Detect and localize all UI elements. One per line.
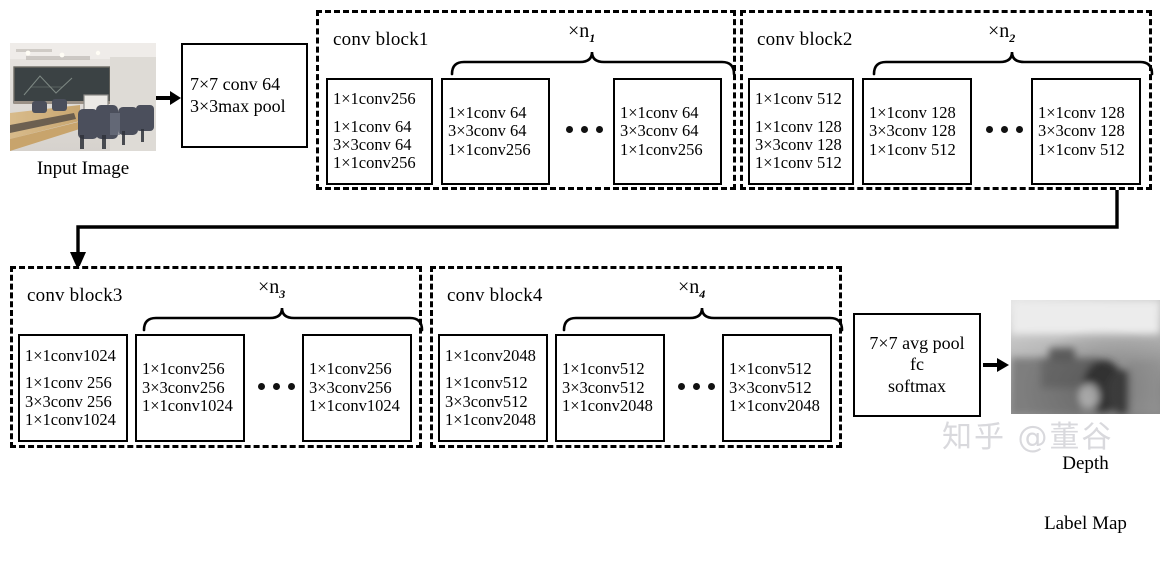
- unit-line: 1×1conv1024: [25, 345, 116, 365]
- repeat-x-n: ×n: [568, 20, 590, 42]
- unit-line: 1×1conv 256: [25, 373, 112, 393]
- unit-line: 1×1conv256: [309, 359, 392, 379]
- input-image: [10, 43, 156, 151]
- conv-block-2-brace: [872, 51, 1154, 76]
- unit-line: 3×3conv512: [562, 377, 645, 397]
- connector-block2-to-block3: [70, 190, 1119, 270]
- unit-line: 1×1conv512: [562, 359, 645, 379]
- unit-line: 1×1conv256: [333, 153, 416, 173]
- conv-block-4-unit-last: 1×1conv512 3×3conv512 1×1conv2048: [722, 334, 832, 442]
- unit-line: 3×3conv 256: [25, 391, 112, 411]
- unit-line: 1×1conv256: [142, 359, 225, 379]
- conv-block-4-repeat-label: ×n4: [678, 276, 705, 302]
- stem-line-1: 7×7 conv 64: [190, 73, 281, 94]
- unit-line: 3×3conv512: [729, 377, 812, 397]
- unit-line: 1×1conv2048: [445, 409, 536, 429]
- unit-line: 1×1conv 64: [333, 116, 412, 136]
- conv-block-4-brace: [562, 307, 844, 332]
- unit-line: 1×1conv1024: [142, 396, 233, 416]
- unit-line: 3×3conv 128: [755, 135, 842, 154]
- conv-block-1-title: conv block1: [333, 29, 429, 50]
- repeat-index: 4: [699, 287, 706, 301]
- conv-block-3-unit-last: 1×1conv256 3×3conv256 1×1conv1024: [302, 334, 412, 442]
- conv-block-1-brace: [450, 51, 736, 76]
- conv-block-2-repeat-label: ×n2: [988, 20, 1015, 46]
- unit-line: 1×1conv 512: [755, 89, 842, 109]
- unit-line: 1×1conv256: [333, 89, 416, 109]
- repeat-index: 1: [589, 31, 596, 45]
- unit-line: 1×1conv512: [445, 373, 528, 393]
- depth-label-map-caption: Depth Label Map: [1011, 414, 1160, 574]
- conv-block-3-unit-repeat: 1×1conv256 3×3conv256 1×1conv1024: [135, 334, 245, 442]
- input-image-caption: Input Image: [36, 158, 130, 179]
- unit-line: 3×3conv256: [309, 377, 392, 397]
- figure-canvas: Input Image 7×7 conv 64 3×3max pool conv…: [10, 10, 1160, 533]
- unit-line: 1×1conv 512: [1038, 139, 1125, 159]
- unit-line: 3×3conv512: [445, 391, 528, 411]
- repeat-index: 3: [279, 287, 286, 301]
- conv-block-1-ellipsis: [566, 126, 603, 133]
- conv-block-3-brace: [142, 307, 424, 332]
- unit-line: 3×3conv 64: [333, 135, 412, 154]
- conv-block-2-unit-repeat: 1×1conv 128 3×3conv 128 1×1conv 512: [862, 78, 972, 185]
- stem-line-2: 3×3max pool: [190, 95, 286, 116]
- conv-block-4-unit-first: 1×1conv2048 1×1conv512 3×3conv512 1×1con…: [438, 334, 548, 442]
- stem-box: 7×7 conv 64 3×3max pool: [181, 43, 308, 148]
- conv-block-1-unit-first: 1×1conv256 1×1conv 64 3×3conv 64 1×1conv…: [326, 78, 433, 185]
- conv-block-4-title: conv block4: [447, 285, 543, 306]
- arrow-head-to-output: [983, 358, 1009, 372]
- unit-line: 3×3conv 128: [1038, 121, 1125, 141]
- conv-block-4-ellipsis: [678, 383, 715, 390]
- conv-block-1-unit-repeat: 1×1conv 64 3×3conv 64 1×1conv256: [441, 78, 550, 185]
- head-line-1: 7×7 avg pool: [869, 332, 965, 353]
- unit-line: 1×1conv 64: [448, 102, 527, 122]
- unit-line: 1×1conv1024: [309, 396, 400, 416]
- conv-block-2-ellipsis: [986, 126, 1023, 133]
- unit-line: 3×3conv256: [142, 377, 225, 397]
- unit-line: 3×3conv 64: [448, 121, 527, 141]
- arrow-input-to-stem: [156, 91, 181, 105]
- depth-label-map-image: [1011, 300, 1160, 414]
- conv-block-3-repeat-label: ×n3: [258, 276, 285, 302]
- unit-line: 1×1conv2048: [729, 396, 820, 416]
- conv-block-4-unit-repeat: 1×1conv512 3×3conv512 1×1conv2048: [555, 334, 665, 442]
- conv-block-3-unit-first: 1×1conv1024 1×1conv 256 3×3conv 256 1×1c…: [18, 334, 128, 442]
- conv-block-2-unit-last: 1×1conv 128 3×3conv 128 1×1conv 512: [1031, 78, 1141, 185]
- head-line-2: fc: [910, 354, 924, 375]
- conv-block-1-unit-last: 1×1conv 64 3×3conv 64 1×1conv256: [613, 78, 722, 185]
- output-caption-line-1: Depth: [1062, 452, 1109, 474]
- unit-line: 1×1conv256: [448, 139, 531, 159]
- unit-line: 1×1conv 128: [1038, 102, 1125, 122]
- repeat-index: 2: [1009, 31, 1016, 45]
- unit-line: 1×1conv512: [729, 359, 812, 379]
- conv-block-2-title: conv block2: [757, 29, 853, 50]
- unit-line: 1×1conv2048: [562, 396, 653, 416]
- conv-block-1-repeat-label: ×n1: [568, 20, 595, 46]
- unit-line: 1×1conv 128: [869, 102, 956, 122]
- unit-line: 1×1conv 64: [620, 102, 699, 122]
- repeat-x-n: ×n: [258, 276, 280, 298]
- unit-line: 1×1conv256: [620, 139, 703, 159]
- avgpool-fc-softmax-box: 7×7 avg pool fc softmax: [853, 313, 981, 417]
- watermark: 知乎 @董谷: [942, 420, 1114, 455]
- repeat-x-n: ×n: [988, 20, 1010, 42]
- conv-block-2-unit-first: 1×1conv 512 1×1conv 128 3×3conv 128 1×1c…: [748, 78, 854, 185]
- conv-block-3-ellipsis: [258, 383, 295, 390]
- unit-line: 1×1conv2048: [445, 345, 536, 365]
- unit-line: 1×1conv 512: [755, 153, 842, 173]
- unit-line: 3×3conv 64: [620, 121, 699, 141]
- output-caption-line-2: Label Map: [1044, 512, 1127, 534]
- unit-line: 3×3conv 128: [869, 121, 956, 141]
- unit-line: 1×1conv 512: [869, 139, 956, 159]
- unit-line: 1×1conv 128: [755, 116, 842, 136]
- head-line-3: softmax: [888, 375, 946, 396]
- conv-block-3-title: conv block3: [27, 285, 123, 306]
- repeat-x-n: ×n: [678, 276, 700, 298]
- unit-line: 1×1conv1024: [25, 409, 116, 429]
